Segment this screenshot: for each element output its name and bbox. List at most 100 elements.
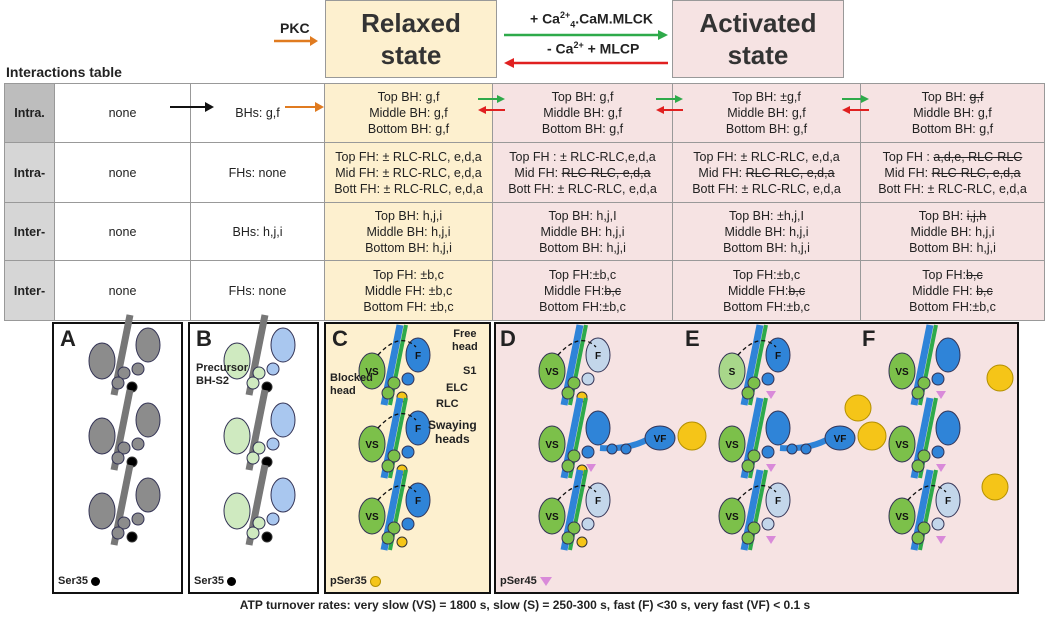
light-chain bbox=[581, 517, 595, 531]
free-head bbox=[935, 337, 961, 373]
free-head bbox=[585, 410, 611, 446]
light-chain bbox=[911, 386, 925, 400]
light-chain bbox=[931, 372, 945, 386]
head-label: VS bbox=[545, 512, 559, 523]
relaxed-title-line2: state bbox=[380, 40, 442, 70]
forward-transition-label: + Ca2+4.CaM.MLCK bbox=[530, 10, 654, 30]
light-chain bbox=[246, 451, 260, 465]
light-chain bbox=[581, 445, 595, 459]
blocked-head bbox=[88, 492, 116, 530]
forward-arrow bbox=[504, 30, 668, 40]
actin-yellow-disc bbox=[677, 421, 707, 451]
light-chain bbox=[786, 443, 798, 455]
very-fast-head bbox=[824, 425, 856, 451]
blocked-head bbox=[538, 352, 566, 390]
free-head bbox=[765, 482, 791, 518]
pkc-arrow bbox=[274, 36, 318, 46]
light-chain bbox=[747, 376, 761, 390]
blocked-head bbox=[888, 352, 916, 390]
table-cell: none bbox=[54, 202, 191, 261]
light-chain bbox=[381, 386, 395, 400]
activated-title-line2: state bbox=[727, 40, 789, 70]
light-chain bbox=[131, 362, 145, 376]
light-chain bbox=[581, 372, 595, 386]
panel-letter-c: C bbox=[332, 326, 348, 351]
table-cell: none bbox=[54, 260, 191, 321]
light-chain bbox=[266, 362, 280, 376]
head-label: VS bbox=[545, 440, 559, 451]
interactions-table-title: Interactions table bbox=[6, 64, 122, 80]
panel-letter-e: E bbox=[685, 326, 700, 351]
light-chain bbox=[741, 459, 755, 473]
blocked-head bbox=[718, 425, 746, 463]
free-head bbox=[585, 337, 611, 373]
head-label: F bbox=[775, 496, 781, 507]
pink-triangle bbox=[586, 464, 596, 472]
head-label: VS bbox=[895, 440, 909, 451]
light-chain bbox=[911, 459, 925, 473]
head-label: VS bbox=[895, 367, 909, 378]
phospho-yellow-dot-icon bbox=[369, 575, 381, 587]
light-chain bbox=[917, 449, 931, 463]
free-head bbox=[270, 402, 296, 438]
actin-yellow-disc bbox=[986, 364, 1014, 392]
light-chain bbox=[567, 521, 581, 535]
head-label: VS bbox=[545, 367, 559, 378]
light-chain bbox=[741, 386, 755, 400]
head-label: F bbox=[415, 496, 421, 507]
light-chain bbox=[246, 376, 260, 390]
light-chain bbox=[747, 521, 761, 535]
light-chain bbox=[387, 449, 401, 463]
light-chain bbox=[561, 459, 575, 473]
head-label: F bbox=[415, 424, 421, 435]
free-head bbox=[765, 410, 791, 446]
light-chain bbox=[117, 441, 131, 455]
light-chain bbox=[381, 531, 395, 545]
light-chain bbox=[567, 376, 581, 390]
light-chain bbox=[252, 516, 266, 530]
table-cell: Top FH:±b,c Middle FH:b,c Bottom FH:±b,c bbox=[492, 260, 673, 321]
orange-arrow-icon bbox=[285, 102, 324, 112]
activated-title-line1: Activated bbox=[699, 8, 817, 38]
light-chain bbox=[387, 521, 401, 535]
pink-triangle bbox=[766, 391, 776, 399]
pink-triangle-icon bbox=[539, 576, 552, 586]
reverse-arrow bbox=[504, 58, 668, 68]
pink-triangle bbox=[936, 464, 946, 472]
free-head bbox=[270, 327, 296, 363]
very-fast-head bbox=[644, 425, 676, 451]
legend-ser35-a: Ser35 bbox=[58, 575, 101, 587]
head-label: F bbox=[595, 496, 601, 507]
table-cell: none bbox=[54, 142, 191, 203]
head-label: VS bbox=[895, 512, 909, 523]
head-label: F bbox=[415, 351, 421, 362]
blocked-head bbox=[718, 497, 746, 535]
free-head bbox=[405, 337, 431, 373]
actin-yellow-disc bbox=[844, 394, 872, 422]
actin-yellow-disc bbox=[857, 421, 887, 451]
light-chain bbox=[800, 443, 812, 455]
head-label: F bbox=[945, 496, 951, 507]
head-label: VS bbox=[725, 512, 739, 523]
table-row: Intra- none FHs: none Top FH: ± RLC-RLC,… bbox=[4, 142, 1045, 203]
blocked-head bbox=[888, 425, 916, 463]
light-chain bbox=[117, 516, 131, 530]
elc-label: ELC bbox=[446, 382, 468, 394]
reverse-transition-label: - Ca2+ + MLCP bbox=[547, 40, 640, 57]
panel-letter-d: D bbox=[500, 326, 516, 351]
phospho-dot bbox=[576, 536, 588, 548]
head-label: VF bbox=[834, 434, 847, 445]
table-cell: Top FH:b,c Middle FH: b,c Bottom FH:±b,c bbox=[860, 260, 1045, 321]
blocked-head bbox=[88, 417, 116, 455]
blocked-head bbox=[358, 425, 386, 463]
panel-letter-b: B bbox=[196, 326, 212, 351]
light-chain bbox=[561, 386, 575, 400]
head-label: F bbox=[775, 351, 781, 362]
